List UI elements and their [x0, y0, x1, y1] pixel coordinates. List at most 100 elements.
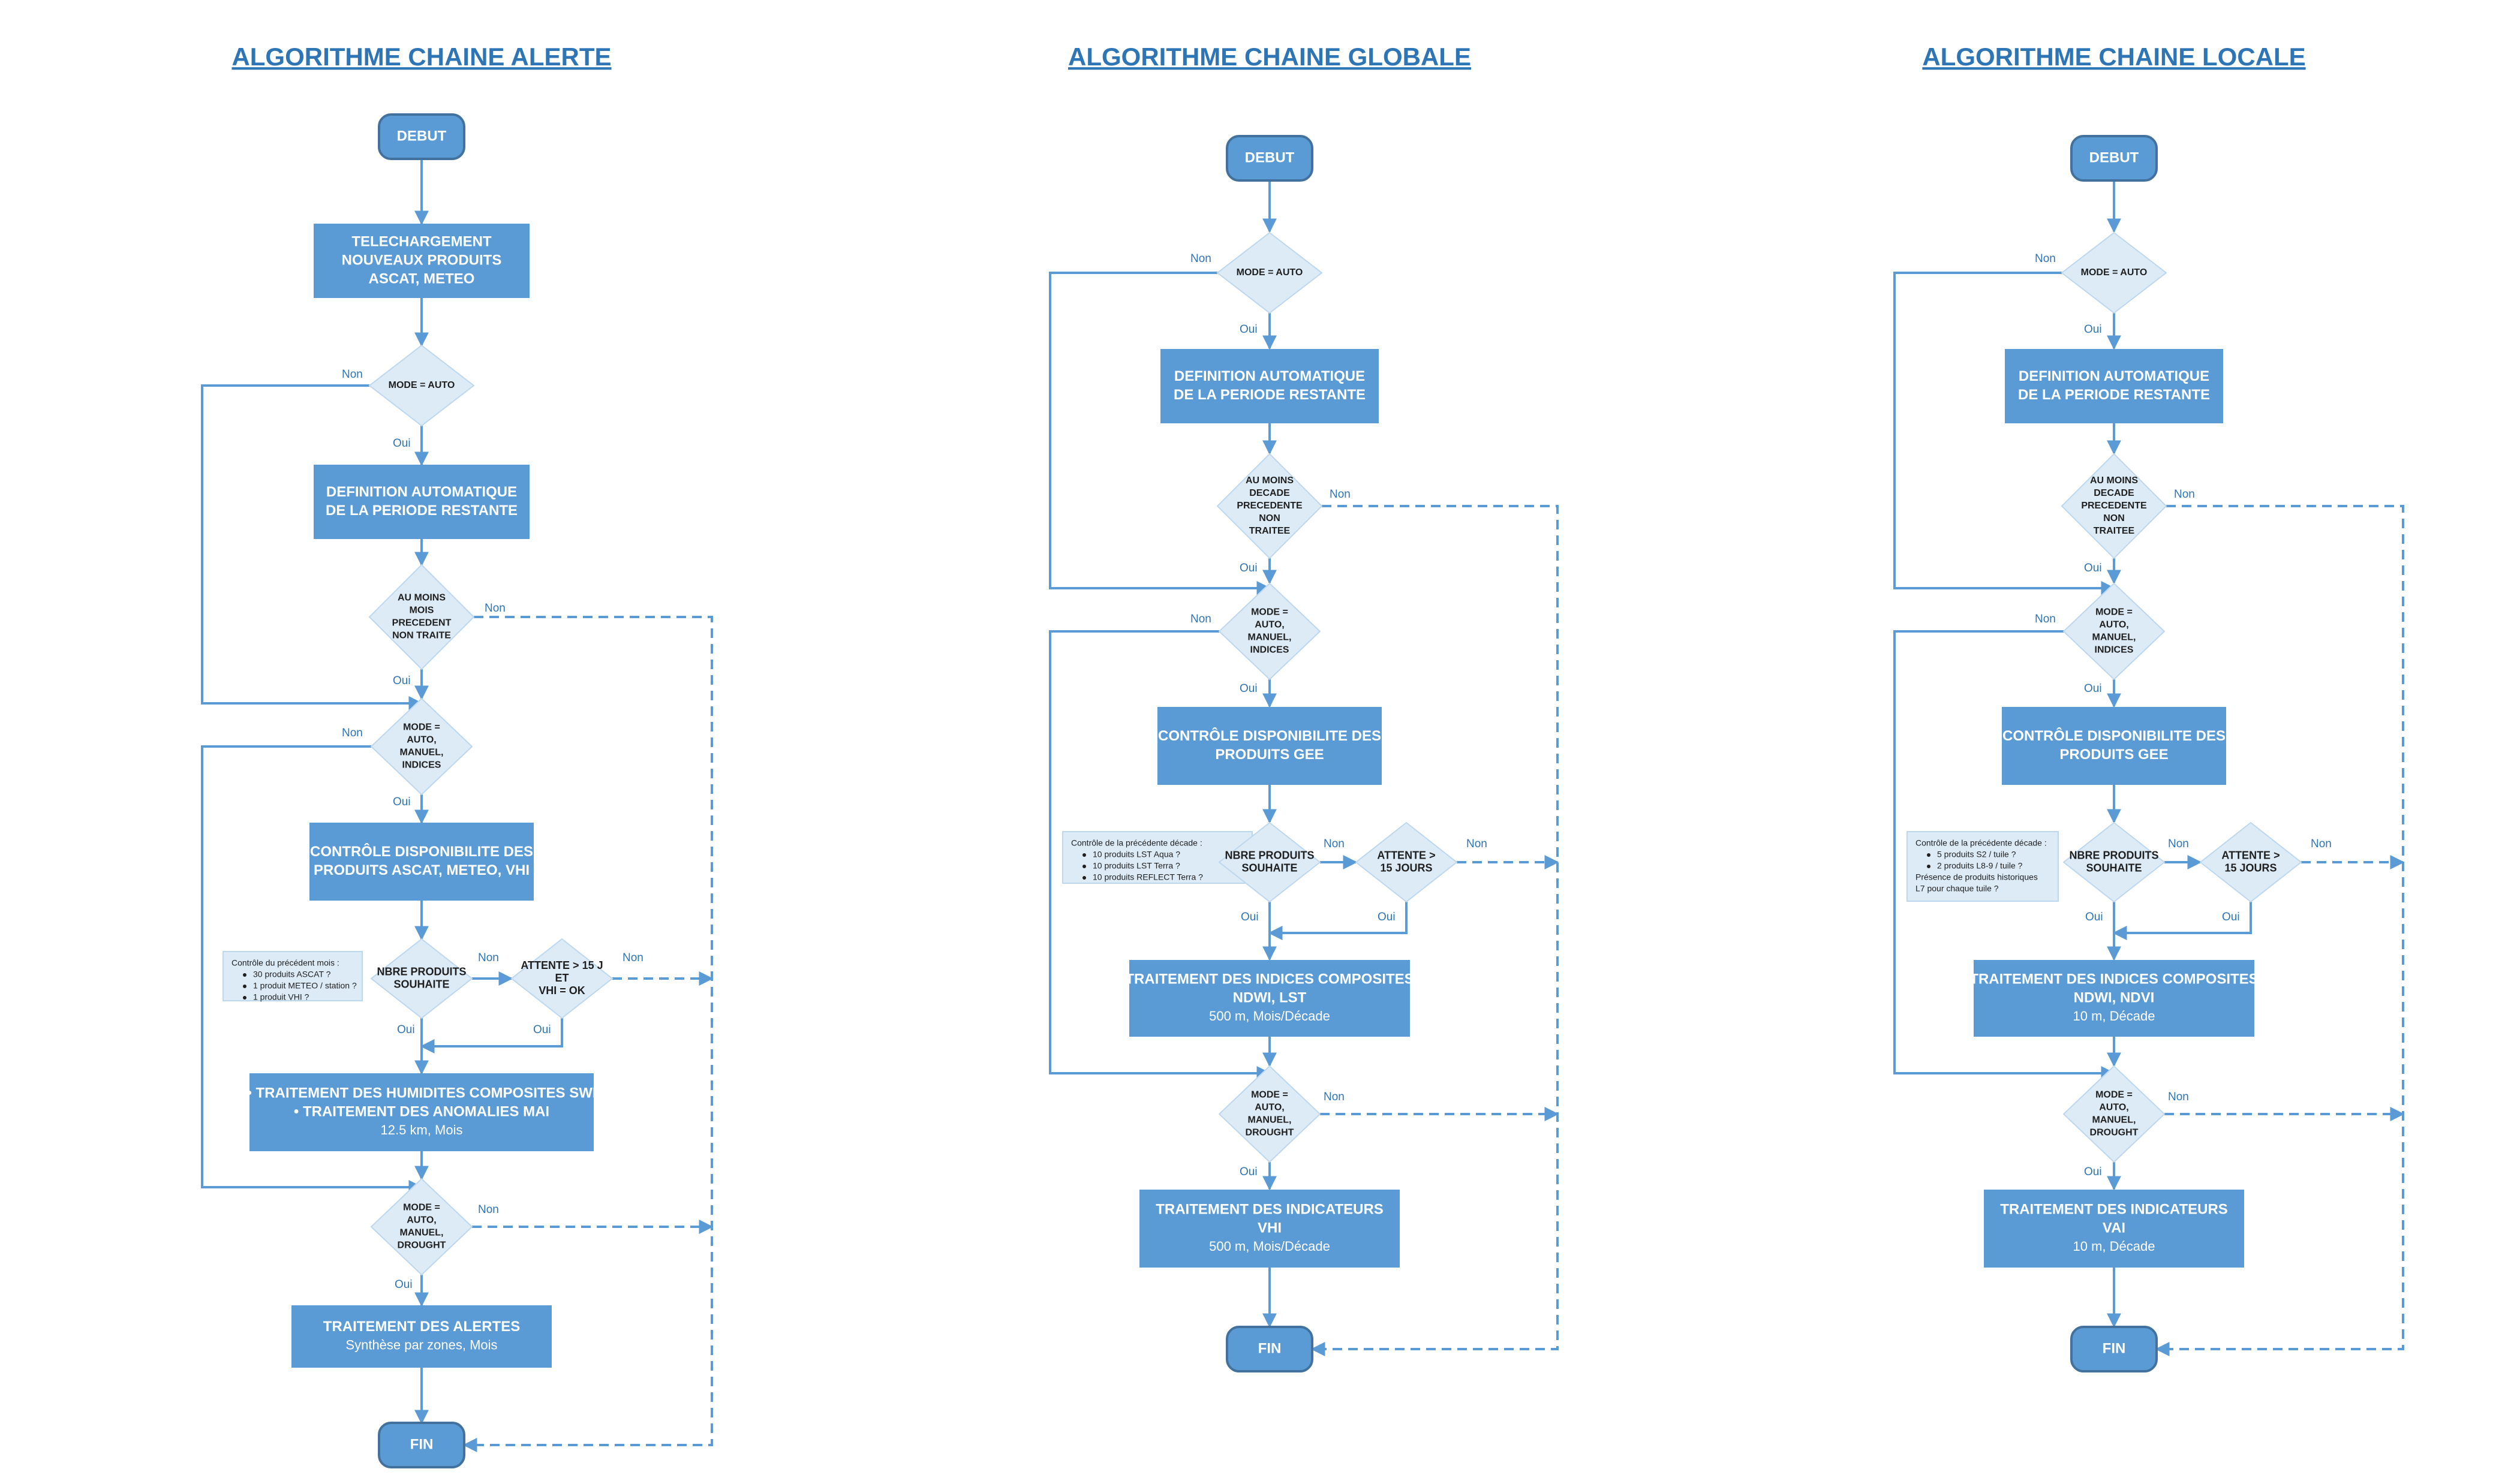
globale-attente: [1355, 821, 1458, 903]
globale-controle-label-0: CONTRÔLE DISPONIBILITE DES: [1158, 727, 1381, 744]
globale-decade-non-traitee: [1216, 453, 1323, 559]
globale-title: ALGORITHME CHAINE GLOBALE: [1068, 43, 1471, 71]
locale-attente-label-line-1: 15 JOURS: [2224, 862, 2277, 874]
alerte-loop-auto: [201, 384, 423, 711]
globale-decade-non-traitee-label-line-3: NON: [1259, 513, 1280, 523]
globale-definition: [1160, 349, 1379, 423]
globale-label-non-4: Non: [1324, 838, 1345, 850]
globale-nbre-label-line-1: SOUHAITE: [1241, 862, 1297, 874]
locale-traitement-indices-sub: 10 m, Décade: [2073, 1009, 2155, 1024]
locale-controle: [2002, 707, 2226, 785]
alerte-mode-auto-label-line-0: MODE = AUTO: [389, 380, 455, 390]
alerte-note-line-3: 1 produit VHI ?: [253, 992, 309, 1002]
locale-note-line-3: Présence de produits historiques: [1915, 872, 2038, 882]
locale-mode-drought-label-line-0: MODE =: [2095, 1090, 2133, 1100]
alerte-telechargement-label-0: TELECHARGEMENT: [351, 233, 492, 249]
globale-label-oui-3: Oui: [1240, 682, 1258, 695]
globale-controle-label-1: PRODUITS GEE: [1215, 746, 1324, 763]
alerte-controle: [309, 823, 534, 901]
locale-loop-attente: [2112, 902, 2252, 940]
globale-decade-non-traitee-label-line-4: TRAITEE: [1249, 526, 1291, 536]
alerte-label-non-3: Non: [342, 727, 363, 739]
alerte-mode-indices-label-line-2: MANUEL,: [400, 748, 444, 758]
locale-attente: [2199, 821, 2302, 903]
alerte-mois-non-traite-label-line-2: PRECEDENT: [392, 618, 452, 628]
globale-note: [1062, 831, 1253, 884]
locale-label-oui-4: Oui: [2085, 911, 2103, 923]
globale-note-line-0: Contrôle de la précédente décade :: [1071, 838, 1202, 848]
globale-label-non-3: Non: [1190, 613, 1211, 625]
globale-label-non-5: Non: [1466, 838, 1487, 850]
locale-mode-indices-label-line-1: AUTO,: [2099, 620, 2128, 630]
globale-traitement-indices-label-0: TRAITEMENT DES INDICES COMPOSITES: [1125, 971, 1414, 987]
globale-definition-label-1: DE LA PERIODE RESTANTE: [1174, 387, 1366, 403]
locale-label-non-2: Non: [2174, 488, 2195, 501]
locale-attente-label-line-0: ATTENTE >: [2221, 849, 2280, 861]
globale-label-oui-1: Oui: [1240, 323, 1258, 336]
globale-decade-non-traitee-label-line-2: PRECEDENTE: [1237, 501, 1303, 511]
locale-traitement-indices: [1974, 960, 2254, 1037]
locale-fin-label: FIN: [2103, 1340, 2126, 1356]
globale-note-line-2: 10 produits LST Terra ?: [1093, 861, 1180, 871]
locale-note-line-0: Contrôle de la précédente décade :: [1915, 838, 2047, 848]
locale-definition-label-1: DE LA PERIODE RESTANTE: [2018, 387, 2210, 403]
alerte-mode-drought-label-line-1: AUTO,: [407, 1215, 436, 1226]
alerte-telechargement-label-2: ASCAT, METEO: [369, 270, 475, 287]
alerte-nbre: [370, 938, 473, 1019]
globale-mode-drought-label-line-3: DROUGHT: [1246, 1128, 1294, 1138]
locale-indicateurs: [1984, 1190, 2244, 1268]
globale-mode-auto-label-line-0: MODE = AUTO: [1237, 267, 1303, 278]
alerte-note-bullet-3: [243, 996, 246, 1000]
alerte-definition-label-1: DE LA PERIODE RESTANTE: [326, 502, 518, 519]
alerte-telechargement-label-1: NOUVEAUX PRODUITS: [342, 252, 502, 268]
alerte-mode-drought: [370, 1178, 473, 1276]
locale-note-line-1: 5 produits S2 / tuile ?: [1937, 850, 2016, 859]
locale-label-oui-6: Oui: [2084, 1166, 2102, 1178]
alerte-note-line-1: 30 produits ASCAT ?: [253, 970, 331, 979]
globale-nbre: [1218, 821, 1321, 903]
locale-note-bullet-2: [1927, 865, 1930, 868]
globale-mode-indices-label-line-0: MODE =: [1251, 607, 1288, 618]
alerte-label-oui-1: Oui: [393, 437, 411, 450]
locale-mode-indices-label-line-2: MANUEL,: [2092, 633, 2136, 643]
globale-definition-label-0: DEFINITION AUTOMATIQUE: [1174, 368, 1365, 384]
alerte-attente-label-line-1: ET: [555, 972, 569, 984]
globale-note-line-3: 10 produits REFLECT Terra ?: [1093, 872, 1203, 882]
locale-indicateurs-label-1: VAI: [2103, 1220, 2125, 1236]
globale-mode-indices: [1218, 582, 1321, 681]
alerte-alertes-sub: Synthèse par zones, Mois: [345, 1337, 497, 1352]
alerte-mode-auto: [368, 344, 475, 427]
alerte-traitement-swi-label-0: • TRAITEMENT DES HUMIDITES COMPOSITES SW…: [246, 1085, 596, 1101]
locale-mode-indices-label-line-0: MODE =: [2095, 607, 2133, 618]
alerte-mode-indices-label-line-0: MODE =: [403, 723, 440, 733]
alerte-label-non-2: Non: [485, 602, 506, 615]
globale-label-oui-2: Oui: [1240, 562, 1258, 574]
alerte-alertes: [291, 1305, 552, 1368]
globale-mode-indices-label-line-2: MANUEL,: [1248, 633, 1292, 643]
globale-label-oui-6: Oui: [1240, 1166, 1258, 1178]
locale-controle-label-1: PRODUITS GEE: [2059, 746, 2168, 763]
locale-label-non-5: Non: [2311, 838, 2332, 850]
locale-mode-indices: [2062, 582, 2166, 681]
alerte-debut-label: DEBUT: [397, 128, 447, 144]
alerte-label-oui-4: Oui: [397, 1024, 415, 1036]
alerte-mode-indices: [370, 697, 473, 796]
globale-attente-label-line-0: ATTENTE >: [1377, 849, 1435, 861]
locale-decade-non-traitee-label-line-4: TRAITEE: [2094, 526, 2135, 536]
globale-mode-indices-label-line-1: AUTO,: [1255, 620, 1284, 630]
globale-traitement-indices-label-1: NDWI, LST: [1233, 989, 1307, 1006]
globale-indicateurs-label-0: TRAITEMENT DES INDICATEURS: [1156, 1201, 1384, 1217]
alerte-traitement-swi: [249, 1073, 594, 1151]
globale-traitement-indices: [1129, 960, 1410, 1037]
locale-controle-label-0: CONTRÔLE DISPONIBILITE DES: [2002, 727, 2226, 744]
globale-mode-drought-label-line-1: AUTO,: [1255, 1103, 1284, 1113]
locale-note-bullet-1: [1927, 853, 1930, 857]
locale-debut-label: DEBUT: [2089, 149, 2139, 165]
globale-label-oui-5: Oui: [1378, 911, 1396, 923]
alerte-note: [222, 951, 363, 1001]
alerte-definition-label-0: DEFINITION AUTOMATIQUE: [326, 484, 517, 500]
globale-loop-attente: [1268, 902, 1408, 940]
locale-nbre-label-line-0: NBRE PRODUITS: [2069, 849, 2158, 861]
